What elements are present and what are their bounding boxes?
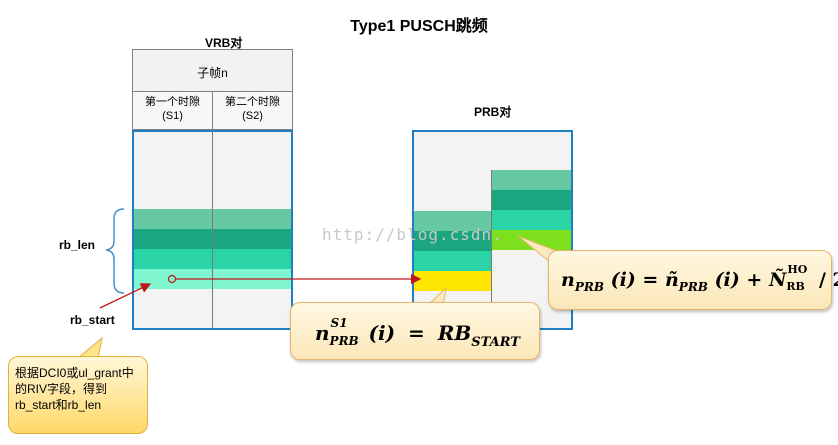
diagram-title: Type1 PUSCH跳频 bbox=[350, 18, 488, 35]
formula2-arg: (i) bbox=[610, 269, 636, 291]
formula2-N-sup: HO bbox=[787, 263, 808, 276]
slot1-symbol: (S1) bbox=[162, 110, 183, 122]
formula1-rhs-sub: START bbox=[471, 335, 520, 350]
slot2-label: 第二个时隙 bbox=[225, 96, 280, 108]
rb-len-label: rb_len bbox=[59, 238, 96, 252]
vrb-frame bbox=[132, 130, 293, 330]
slot1-header: 第一个时隙 (S1) bbox=[132, 91, 213, 130]
prb-slot2-row-1 bbox=[492, 170, 573, 190]
formula2-eq: = bbox=[642, 269, 659, 291]
formula2-div: / 2 bbox=[818, 269, 838, 291]
prb-slot1-row-1 bbox=[412, 211, 492, 231]
dci-callout: 根据DCI0或ul_grant中 的RIV字段，得到 rb_start和rb_l… bbox=[8, 356, 148, 434]
rb-start-pointer-arrow bbox=[99, 283, 152, 309]
prb-slot1-start-row bbox=[412, 271, 492, 291]
prb-slot2-row-2 bbox=[492, 190, 573, 210]
vrb-slot-divider bbox=[212, 130, 213, 330]
formula1-rhs: RB bbox=[437, 321, 472, 345]
formula2-tilde-n: ñ bbox=[664, 269, 679, 291]
formula2-tilde-sub: PRB bbox=[678, 280, 708, 294]
prb-slot-divider bbox=[491, 170, 492, 330]
formula1-arg: (i) bbox=[368, 321, 396, 345]
subframe-header: 子帧n bbox=[132, 49, 293, 92]
formula1-eq: = bbox=[408, 321, 425, 345]
formula1-sup: S1 bbox=[330, 316, 348, 330]
prb-slot2-row-3 bbox=[492, 210, 573, 230]
formula2-N: Ñ bbox=[768, 269, 787, 291]
dci-callout-line3: rb_start和rb_len bbox=[15, 398, 102, 412]
slot2-symbol: (S2) bbox=[242, 110, 263, 122]
vrb-label: VRB对 bbox=[205, 36, 243, 50]
slot1-label: 第一个时隙 bbox=[145, 96, 200, 108]
subframe-label: 子帧n bbox=[197, 66, 228, 80]
prb-label: PRB对 bbox=[474, 105, 512, 119]
rb-start-label: rb_start bbox=[70, 313, 115, 327]
formula2-lhs-sub: PRB bbox=[574, 280, 604, 294]
prb-slot1-row-3 bbox=[412, 251, 492, 271]
prb-slot1-row-2 bbox=[412, 231, 492, 251]
formula1-lhs: n bbox=[315, 321, 330, 345]
formula2-tilde-arg: (i) bbox=[714, 269, 740, 291]
formula2-N-sub: RB bbox=[786, 280, 805, 293]
watermark: http://blog.csdn. bbox=[322, 225, 503, 244]
formula2-plus: + bbox=[746, 269, 763, 291]
slot2-header: 第二个时隙 (S2) bbox=[212, 91, 293, 130]
dci-callout-line2: 的RIV字段，得到 bbox=[15, 382, 108, 396]
dci-callout-line1: 根据DCI0或ul_grant中 bbox=[15, 366, 134, 380]
prb-slot2-hop-row bbox=[492, 230, 573, 250]
formula1-sub: PRB bbox=[329, 334, 359, 348]
rb-len-brace bbox=[105, 208, 125, 294]
formula2-lhs: n bbox=[561, 269, 575, 291]
mapping-origin-dot bbox=[167, 274, 177, 284]
